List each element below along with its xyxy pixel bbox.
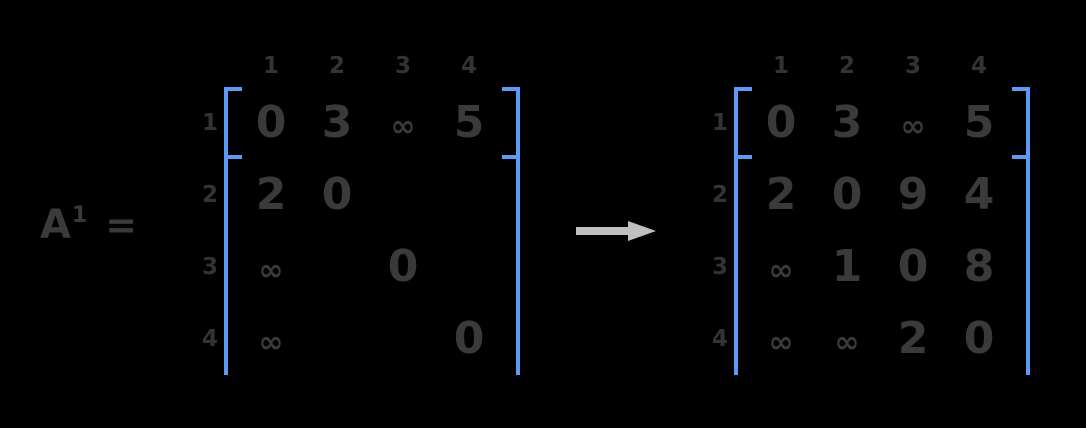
row-header-4: 4 [711, 325, 728, 352]
bracket-left-r3 [224, 231, 242, 303]
cell-r4c4: 0 [963, 313, 995, 364]
bracket-left-r2-2 [734, 159, 752, 231]
row-header-2: 2 [201, 181, 218, 208]
row-header-1: 1 [711, 109, 728, 136]
cell-r4c4: 0 [453, 313, 485, 364]
cell-r3c3: 0 [897, 241, 929, 292]
cell-r4c1: ∞ [768, 325, 794, 360]
row-header-3: 3 [201, 253, 218, 280]
bracket-left-r2 [224, 159, 242, 231]
bracket-right-bottom-2 [1012, 303, 1030, 375]
cell-r1c2: 3 [831, 97, 863, 148]
matrix-before: 1 2 3 4 1 0 3 ∞ 5 2 2 0 3 ∞ 0 [190, 45, 520, 375]
cell-r1c3: ∞ [900, 109, 926, 144]
bracket-top-spacer-left-2 [734, 45, 748, 87]
cell-r3c1: ∞ [768, 253, 794, 288]
cell-r4c1: ∞ [258, 325, 284, 360]
column-header-3: 3 [394, 52, 411, 79]
column-header-4: 4 [970, 52, 987, 79]
cell-r3c3: 0 [387, 241, 419, 292]
cell-r1c1: 0 [765, 97, 797, 148]
column-header-3: 3 [904, 52, 921, 79]
bracket-right-r2-2 [1012, 159, 1030, 231]
cell-r4c2: ∞ [834, 325, 860, 360]
cell-r2c2: 0 [321, 169, 353, 220]
cell-r3c4: 8 [963, 241, 995, 292]
matrix-label-base: A [40, 202, 71, 248]
bracket-top-spacer-right [502, 45, 516, 87]
bracket-right-bottom [502, 303, 520, 375]
bracket-top-spacer-right-2 [1012, 45, 1026, 87]
bracket-top-spacer-left [224, 45, 238, 87]
bracket-right-top-2 [1012, 87, 1030, 159]
cell-r2c2: 0 [831, 169, 863, 220]
matrix-label-superscript: 1 [71, 203, 88, 228]
cell-r2c1: 2 [255, 169, 287, 220]
cell-r1c4: 5 [453, 97, 485, 148]
bracket-left-top-2 [734, 87, 752, 159]
bracket-right-top [502, 87, 520, 159]
cell-r3c2: 1 [831, 241, 863, 292]
column-header-1: 1 [262, 52, 279, 79]
bracket-left-top [224, 87, 242, 159]
bracket-right-r2 [502, 159, 520, 231]
bracket-left-bottom-2 [734, 303, 752, 375]
column-header-2: 2 [328, 52, 345, 79]
cell-r1c2: 3 [321, 97, 353, 148]
column-header-1: 1 [772, 52, 789, 79]
bracket-right-r3 [502, 231, 520, 303]
cell-r2c1: 2 [765, 169, 797, 220]
right-arrow-icon [576, 221, 656, 241]
matrix-after: 1 2 3 4 1 0 3 ∞ 5 2 2 0 9 4 3 ∞ 1 [700, 45, 1030, 375]
equals-sign: = [105, 203, 138, 247]
row-header-3: 3 [711, 253, 728, 280]
cell-r2c3: 9 [897, 169, 929, 220]
bracket-right-r3-2 [1012, 231, 1030, 303]
cell-r2c4: 4 [963, 169, 995, 220]
row-header-1: 1 [201, 109, 218, 136]
cell-r3c1: ∞ [258, 253, 284, 288]
column-header-4: 4 [460, 52, 477, 79]
cell-r1c3: ∞ [390, 109, 416, 144]
column-header-2: 2 [838, 52, 855, 79]
cell-r1c1: 0 [255, 97, 287, 148]
bracket-left-bottom [224, 303, 242, 375]
row-header-2: 2 [711, 181, 728, 208]
bracket-left-r3-2 [734, 231, 752, 303]
cell-r4c3: 2 [897, 313, 929, 364]
matrix-label: A 1 = [40, 202, 138, 248]
cell-r1c4: 5 [963, 97, 995, 148]
row-header-4: 4 [201, 325, 218, 352]
